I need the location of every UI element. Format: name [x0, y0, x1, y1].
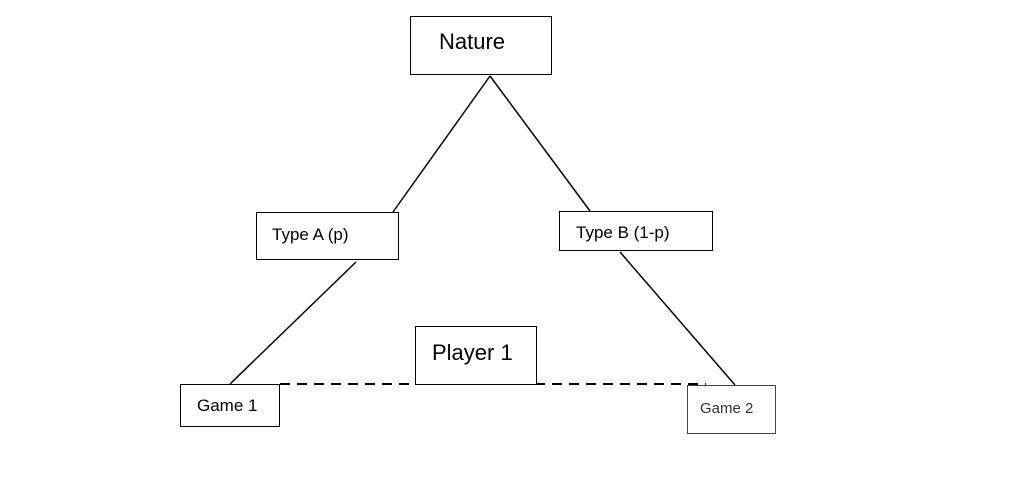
player1-label: Player 1: [432, 339, 513, 365]
type-b-label: Type B (1-p): [576, 223, 670, 242]
edge-nature-type-a: [392, 75, 491, 213]
nature-label: Nature: [439, 28, 506, 54]
type-b-node: Type B (1-p): [559, 211, 713, 251]
game2-label: Game 2: [700, 400, 754, 417]
nature-node: Nature: [410, 16, 552, 75]
game1-node: Game 1: [180, 384, 280, 427]
type-a-node: Type A (p): [256, 212, 399, 260]
edge-type-b-game2: [619, 251, 736, 386]
edge-type-a-game1: [229, 261, 357, 385]
edge-nature-type-b: [489, 75, 591, 212]
game1-label: Game 1: [197, 395, 258, 415]
game2-node: Game 2: [687, 385, 776, 434]
player1-node: Player 1: [415, 326, 537, 385]
type-a-label: Type A (p): [272, 225, 349, 244]
